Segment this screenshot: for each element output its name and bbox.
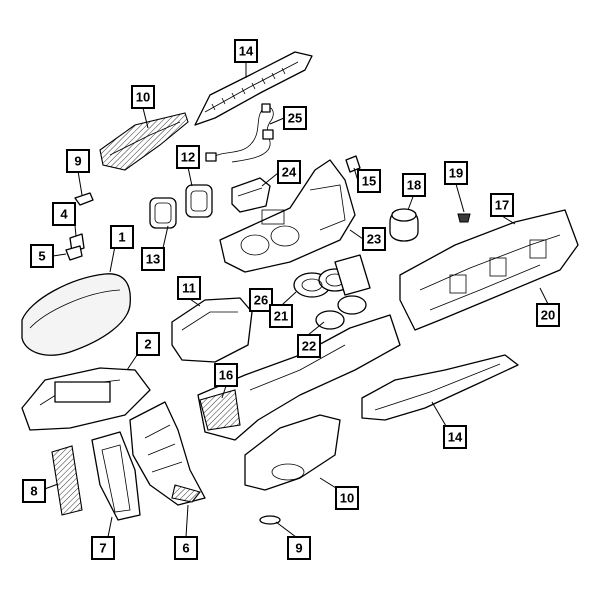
- callout-label: 22: [302, 339, 316, 354]
- callout-label: 15: [362, 174, 376, 189]
- part-trim-strip-lower: [361, 354, 519, 421]
- callout-label: 11: [182, 281, 196, 296]
- callout-17: 17: [490, 193, 514, 217]
- part-trim-strip-upper: [194, 51, 313, 126]
- callout-label: 10: [136, 90, 150, 105]
- part-bezel-ring: [185, 184, 213, 218]
- part-front-panel: [129, 401, 206, 506]
- callout-label: 7: [99, 541, 106, 556]
- callout-8: 8: [22, 479, 46, 503]
- callout-label: 24: [282, 165, 297, 180]
- part-bezel-frame: [149, 197, 177, 229]
- callout-label: 9: [295, 541, 302, 556]
- callout-label: 5: [38, 249, 45, 264]
- callout-21: 21: [269, 304, 293, 328]
- part-clip-lower: [259, 515, 281, 525]
- part-base-frame: [399, 209, 579, 331]
- part-clip-upper: [74, 192, 94, 206]
- callout-1: 1: [110, 225, 134, 249]
- callout-label: 2: [144, 337, 151, 352]
- callout-5: 5: [30, 244, 54, 268]
- callout-label: 1: [118, 230, 125, 245]
- callout-label: 13: [146, 252, 160, 267]
- callout-13: 13: [141, 247, 165, 271]
- part-side-trim-upper: [99, 112, 189, 171]
- part-knob: [389, 208, 419, 242]
- callout-label: 6: [182, 541, 189, 556]
- callout-11: 11: [177, 276, 201, 300]
- callout-label: 9: [74, 154, 81, 169]
- callout-2: 2: [136, 332, 160, 356]
- callout-9-upper: 9: [66, 149, 90, 173]
- callout-14-upper: 14: [234, 39, 258, 63]
- callout-10-lower: 10: [335, 486, 359, 510]
- part-side-panel-lower: [244, 414, 341, 491]
- part-cup-holder-lower: [315, 295, 367, 330]
- callout-9-lower: 9: [287, 536, 311, 560]
- callout-6: 6: [174, 536, 198, 560]
- part-bracket: [231, 177, 271, 213]
- callout-19: 19: [444, 161, 468, 185]
- callout-12: 12: [176, 145, 200, 169]
- callout-25: 25: [283, 106, 307, 130]
- callout-label: 4: [60, 207, 68, 222]
- part-shifter-bezel: [219, 159, 356, 273]
- callout-label: 17: [495, 198, 509, 213]
- callout-label: 12: [181, 150, 195, 165]
- part-frame-bezel: [91, 431, 141, 521]
- part-wire-harness: [205, 103, 274, 163]
- callout-label: 16: [219, 368, 233, 383]
- callout-16: 16: [214, 363, 238, 387]
- part-tray: [21, 367, 151, 431]
- part-mat-pad: [334, 254, 371, 296]
- callout-label: 21: [274, 309, 288, 324]
- callout-26: 26: [249, 288, 273, 312]
- part-small-bracket: [65, 245, 83, 261]
- callout-20: 20: [536, 303, 560, 327]
- callout-23: 23: [362, 227, 386, 251]
- callout-7: 7: [91, 536, 115, 560]
- callout-label: 20: [541, 308, 555, 323]
- callout-15: 15: [357, 169, 381, 193]
- callout-label: 14: [448, 430, 463, 445]
- callout-22: 22: [297, 334, 321, 358]
- part-armrest-lid: [21, 273, 131, 356]
- callout-label: 14: [239, 44, 254, 59]
- callout-label: 10: [340, 491, 354, 506]
- part-grille: [51, 445, 83, 516]
- part-fastener: [457, 213, 471, 223]
- part-clip-15: [345, 155, 361, 173]
- callout-18: 18: [402, 173, 426, 197]
- part-console-body: [197, 314, 401, 441]
- callout-14-lower: 14: [443, 425, 467, 449]
- callout-label: 19: [449, 166, 463, 181]
- callout-label: 18: [407, 178, 421, 193]
- callout-4: 4: [52, 202, 76, 226]
- callout-10-upper: 10: [131, 85, 155, 109]
- part-storage-bin: [171, 297, 253, 363]
- callout-label: 26: [254, 293, 268, 308]
- callout-24: 24: [277, 160, 301, 184]
- callout-label: 23: [367, 232, 381, 247]
- callout-label: 8: [30, 484, 37, 499]
- callout-label: 25: [288, 111, 302, 126]
